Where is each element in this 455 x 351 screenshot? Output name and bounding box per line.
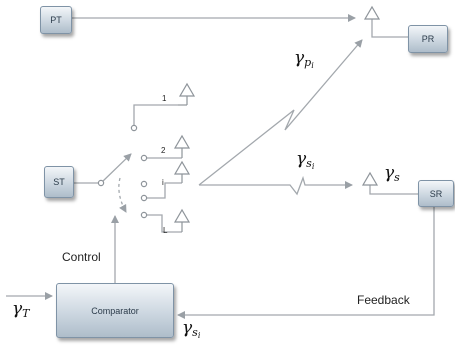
antenna-L-icon [173,208,191,232]
sr-antenna-feed [369,185,418,195]
pr-antenna-icon [363,5,381,20]
switch-pivot [97,179,105,187]
antenna-1-feed [133,104,178,125]
feedback-label: Feedback [357,293,410,307]
gamma-s-i-feedback-label: γsi [182,318,201,340]
sr-block: SR [418,180,454,207]
antenna-label-i: i [162,178,164,187]
switch-lever [101,153,132,183]
feedback-line [177,207,435,319]
gamma-p-i-label: γpi [294,48,314,70]
pr-label: PR [421,34,435,44]
contact-L [140,211,148,219]
contact-i-upper [140,180,148,188]
st-label: ST [53,177,65,187]
interference-link [198,39,363,186]
comparator-label: Comparator [91,305,139,316]
pt-block: PT [40,6,72,34]
antenna-i-icon [173,160,191,183]
antenna-L-feed [147,214,182,233]
comparator-block: Comparator [56,283,174,338]
control-label: Control [62,250,101,264]
contact-i [140,194,148,202]
gamma-t-label: γT [12,299,30,320]
antenna-i-feed [147,182,182,199]
sr-label: SR [429,188,443,199]
switch-arc [118,177,127,213]
antenna-1-icon [178,82,196,106]
pr-block: PR [408,25,448,53]
pr-antenna-feed [371,19,408,38]
antenna-label-1: 1 [162,94,167,103]
antenna-label-2: 2 [161,146,166,155]
secondary-link [199,175,353,196]
contact-2 [140,154,148,162]
gamma-s-label: γs [384,163,400,184]
sr-antenna-icon [361,171,379,186]
antenna-label-L: L [163,226,168,235]
contact-1 [130,124,138,132]
gamma-s-i-link-label: γsi [296,149,315,171]
st-block: ST [44,166,74,198]
antenna-2-icon [173,134,191,158]
pt-label: PT [50,15,62,25]
